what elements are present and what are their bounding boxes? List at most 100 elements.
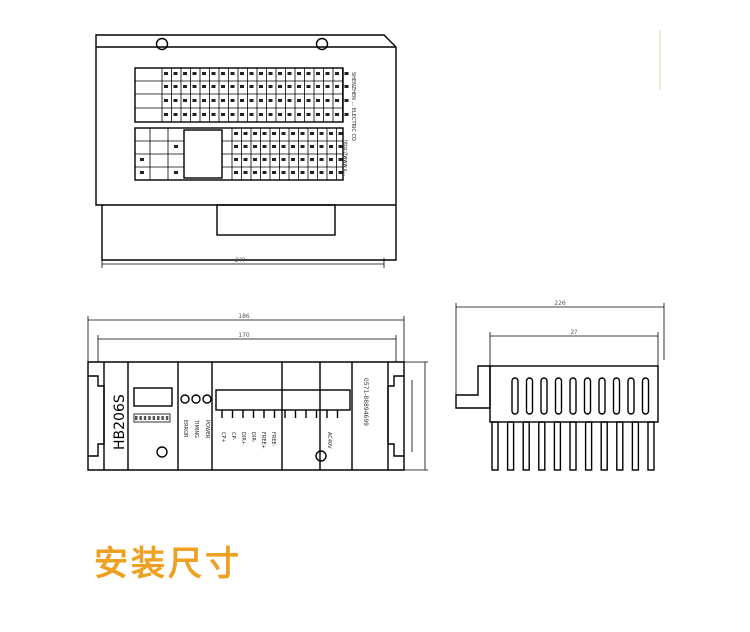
table-cell-mark — [272, 145, 276, 148]
table-cell-mark — [338, 132, 343, 135]
table-cell-mark — [306, 85, 311, 88]
table-cell-mark — [243, 132, 248, 135]
table-cell-mark — [253, 171, 257, 174]
table-cell-mark — [344, 113, 349, 116]
table-cell-mark — [297, 99, 301, 102]
table-cell-mark — [338, 145, 343, 148]
table-cell-mark — [316, 72, 320, 75]
table-cell-mark — [310, 145, 314, 148]
table-cell-mark — [174, 145, 178, 148]
table-cell-mark — [272, 158, 276, 161]
table-cell-mark — [329, 145, 333, 148]
table-cell-mark — [262, 145, 267, 148]
power-label: AC40V — [326, 432, 332, 449]
heatsink-fin — [600, 421, 608, 471]
heatsink-fin — [584, 421, 593, 471]
table-cell-mark — [202, 113, 206, 116]
table-cell-mark — [183, 99, 187, 102]
table-cell-mark — [287, 85, 292, 88]
table-cell-mark — [221, 85, 225, 88]
table-cell-mark — [259, 85, 263, 88]
dip-tooth — [152, 416, 156, 420]
vent-slot — [612, 377, 621, 415]
table-cell-mark — [230, 99, 235, 102]
signal-label-cp-minus: CP- — [230, 432, 236, 440]
table-cell-mark — [249, 72, 254, 75]
table-cell-mark — [306, 113, 311, 116]
table-cell-mark — [183, 113, 187, 116]
table-cell-mark — [230, 113, 235, 116]
table-cell-mark — [287, 72, 292, 75]
table-cell-mark — [316, 99, 320, 102]
table-blank-cell — [183, 129, 223, 179]
table-cell-mark — [287, 99, 292, 102]
heatsink-fin — [506, 421, 515, 471]
table-cell-mark — [221, 113, 225, 116]
signal-label-dir-minus: DIR- — [250, 432, 256, 443]
table-cell-mark — [211, 99, 216, 102]
table-cell-mark — [234, 158, 238, 161]
heatsink-fin — [491, 421, 499, 471]
table-cell-mark — [310, 171, 314, 174]
table-cell-mark — [329, 132, 333, 135]
table-cell-mark — [310, 132, 314, 135]
table-cell-mark — [234, 145, 238, 148]
dip-tooth — [135, 416, 138, 420]
table-cell-mark — [306, 72, 311, 75]
dip-tooth — [165, 416, 169, 420]
table-cell-mark — [243, 171, 248, 174]
table-cell-mark — [281, 145, 286, 148]
signal-label-cp-plus: CP+ — [220, 432, 226, 443]
table-cell-mark — [221, 99, 225, 102]
table-cell-mark — [291, 158, 295, 161]
table-cell-mark — [140, 171, 144, 174]
vent-slot — [598, 377, 606, 415]
table-cell-mark — [164, 72, 168, 75]
table-cell-mark — [243, 145, 248, 148]
table-cell-mark — [202, 99, 206, 102]
led-label-error: ERROR — [182, 420, 188, 438]
front-view: 186 170 HB206S — [87, 313, 428, 471]
table-cell-mark — [164, 99, 168, 102]
table-cell-mark — [253, 132, 257, 135]
table-cell-mark — [319, 145, 324, 148]
website-text: http://www.s... — [342, 140, 348, 176]
side-view: 226 2? — [455, 300, 665, 471]
signal-label-dir-plus: DIR+ — [240, 432, 246, 445]
table-cell-mark — [316, 85, 320, 88]
dip-switch — [133, 413, 171, 423]
table-cell-mark — [183, 72, 187, 75]
table-cell-mark — [174, 171, 178, 174]
table-cell-mark — [338, 158, 343, 161]
display-window — [133, 387, 173, 407]
table-cell-mark — [300, 158, 305, 161]
table-cell-mark — [278, 99, 282, 102]
table-cell-mark — [268, 85, 273, 88]
table-cell-mark — [316, 113, 320, 116]
side-view-flange — [455, 365, 491, 409]
power-connector — [315, 450, 327, 462]
table-cell-mark — [281, 171, 286, 174]
table-cell-mark — [325, 72, 330, 75]
table-cell-mark — [259, 99, 263, 102]
table-cell-mark — [278, 85, 282, 88]
table-cell-mark — [192, 72, 197, 75]
table-cell-mark — [300, 145, 305, 148]
table-cell-mark — [319, 171, 324, 174]
table-cell-mark — [202, 85, 206, 88]
table-cell-mark — [329, 158, 333, 161]
table-cell-mark — [278, 72, 282, 75]
table-cell-mark — [249, 113, 254, 116]
company-name: SHENZHEN ... ELECTRIC CO — [350, 72, 356, 141]
heatsink-fin — [522, 421, 530, 471]
table-cell-mark — [319, 132, 324, 135]
table-cell-mark — [297, 85, 301, 88]
front-view-housing — [87, 361, 405, 471]
heatsink-fin — [631, 421, 640, 471]
dip-tooth — [161, 416, 164, 420]
led-power — [202, 394, 212, 404]
table-cell-mark — [287, 113, 292, 116]
side-inner-dimension: 2? — [570, 329, 577, 336]
table-cell-mark — [140, 158, 144, 161]
